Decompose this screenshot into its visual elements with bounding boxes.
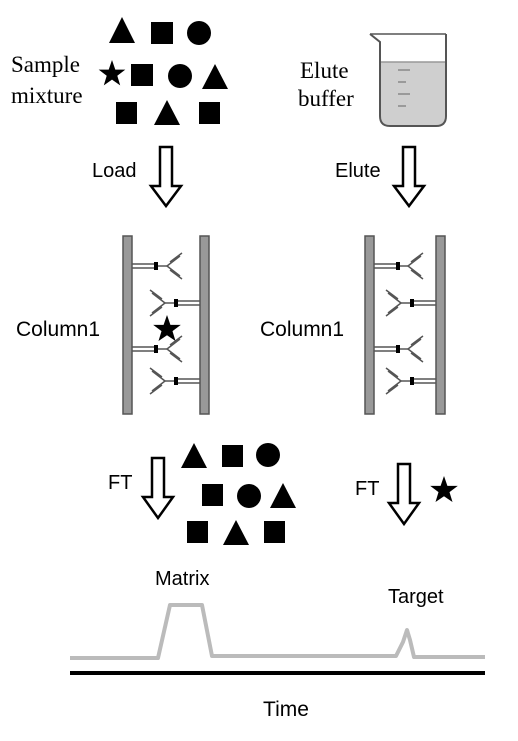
triangle-shape: [270, 483, 296, 508]
square-shape: [131, 64, 153, 86]
right-column: [364, 235, 446, 415]
time-axis-label: Time: [263, 698, 309, 721]
circle-shape: [187, 21, 211, 45]
antibody-icon: [374, 252, 424, 280]
circle-shape: [168, 64, 192, 88]
star-shape: [153, 315, 181, 341]
beaker-icon: [369, 33, 447, 127]
down-arrow-icon: [391, 145, 427, 209]
right-column-label: Column1: [260, 318, 344, 341]
down-arrow-icon: [148, 145, 184, 209]
circle-shape: [237, 484, 261, 508]
antibody-icon: [149, 367, 200, 395]
sample-label-line1: Sample: [11, 52, 80, 77]
triangle-shape: [109, 17, 135, 43]
left-column-label: Column1: [16, 318, 100, 341]
buffer-label-line2: buffer: [298, 86, 354, 111]
square-shape: [202, 484, 223, 506]
antibody-icon: [132, 335, 183, 363]
circle-shape: [256, 443, 280, 467]
antibody-icon: [385, 367, 436, 395]
right-ft-label: FT: [355, 478, 379, 500]
load-label: Load: [92, 160, 137, 182]
square-shape: [222, 445, 243, 467]
triangle-shape: [181, 443, 207, 468]
square-shape: [116, 102, 137, 124]
square-shape: [199, 102, 220, 124]
square-shape: [264, 521, 285, 543]
square-shape: [151, 22, 173, 44]
target-peak-label: Target: [388, 586, 444, 608]
square-shape: [187, 521, 208, 543]
star-shape: [98, 60, 126, 86]
down-arrow-icon: [386, 462, 422, 527]
sample-label-line2: mixture: [11, 83, 83, 108]
star-shape: [430, 476, 458, 502]
elute-label: Elute: [335, 160, 381, 182]
triangle-shape: [223, 520, 249, 545]
flow-through-shapes: [181, 443, 296, 545]
antibody-icon: [149, 289, 200, 317]
left-ft-label: FT: [108, 472, 132, 494]
sample-mixture-shapes: [98, 17, 228, 125]
left-column: [122, 235, 210, 415]
antibody-icon: [385, 289, 436, 317]
triangle-shape: [154, 100, 180, 125]
down-arrow-icon: [140, 456, 176, 521]
buffer-label-line1: Elute: [300, 58, 349, 83]
antibody-icon: [132, 252, 183, 280]
antibody-icon: [374, 335, 424, 363]
triangle-shape: [202, 64, 228, 89]
matrix-peak-label: Matrix: [155, 568, 209, 590]
chromatogram-trace: [70, 603, 485, 660]
